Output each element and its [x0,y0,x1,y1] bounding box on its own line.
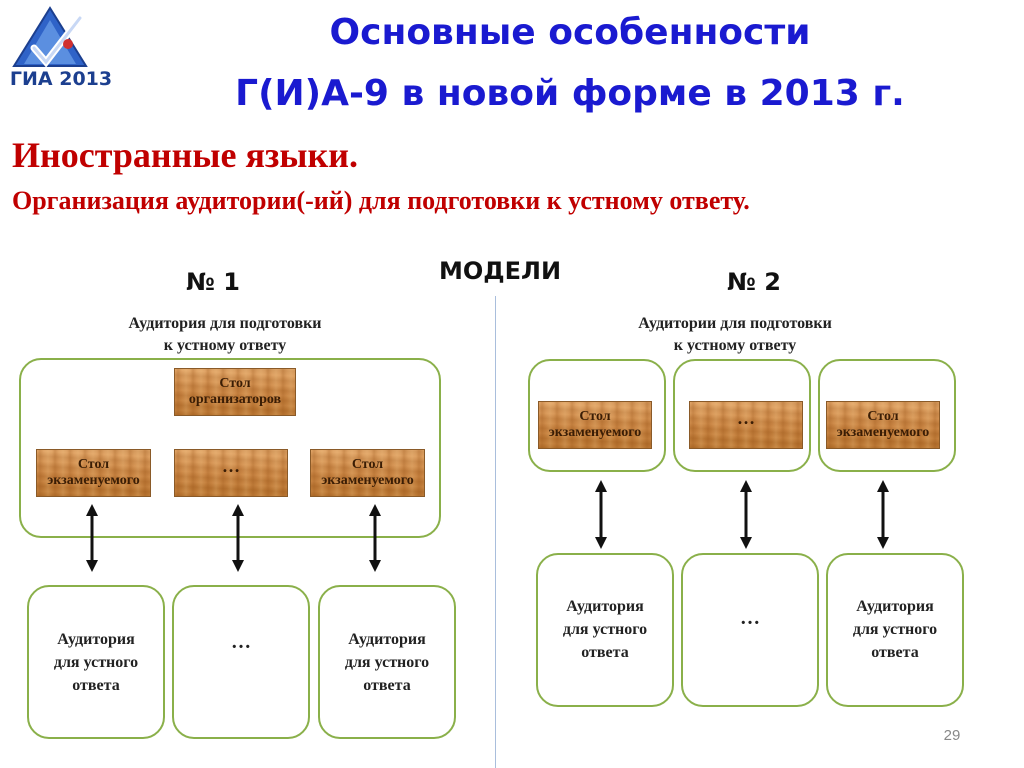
answer-room-3: Аудитория для устного ответа [318,585,456,739]
page-title-line2: Г(И)А-9 в новой форме в 2013 г. [235,73,905,114]
model2-caption-line1: Аудитории для подготовки [638,315,832,332]
model2-answer-room-ellipsis: … [681,553,819,707]
page-number: 29 [943,727,961,744]
model1-caption-line1: Аудитория для подготовки [128,315,322,332]
models-label: МОДЕЛИ [438,257,562,285]
answer-room-ellipsis: … [172,585,310,739]
model2-exam-table-ellipsis: … [689,401,803,449]
exam-table-1: Стол экзаменуемого [36,449,151,497]
logo: ГИА 2013 [6,4,114,92]
model2-answer-room-1: Аудитория для устного ответа [536,553,674,707]
model2-caption-line2: к устному ответу [673,337,797,354]
vertical-divider [495,296,496,768]
exam-table-ellipsis: … [174,449,288,497]
model2-exam-table-3: Стол экзаменуемого [826,401,940,449]
model2-number: № 2 [727,268,781,296]
page-title-line1: Основные особенности [329,12,811,53]
logo-text: ГИА 2013 [9,68,113,90]
description-text: Организация аудитории(-ий) для подготовк… [12,186,750,215]
subject-heading: Иностранные языки. [12,135,358,175]
model2-answer-room-3: Аудитория для устного ответа [826,553,964,707]
model2-exam-table-1: Стол экзаменуемого [538,401,652,449]
logo-graphic [12,6,88,68]
answer-room-1: Аудитория для устного ответа [27,585,165,739]
exam-table-3: Стол экзаменуемого [310,449,425,497]
model1-number: № 1 [186,268,240,296]
organizer-table: Стол организаторов [174,368,296,416]
model1-caption-line2: к устному ответу [163,337,287,354]
